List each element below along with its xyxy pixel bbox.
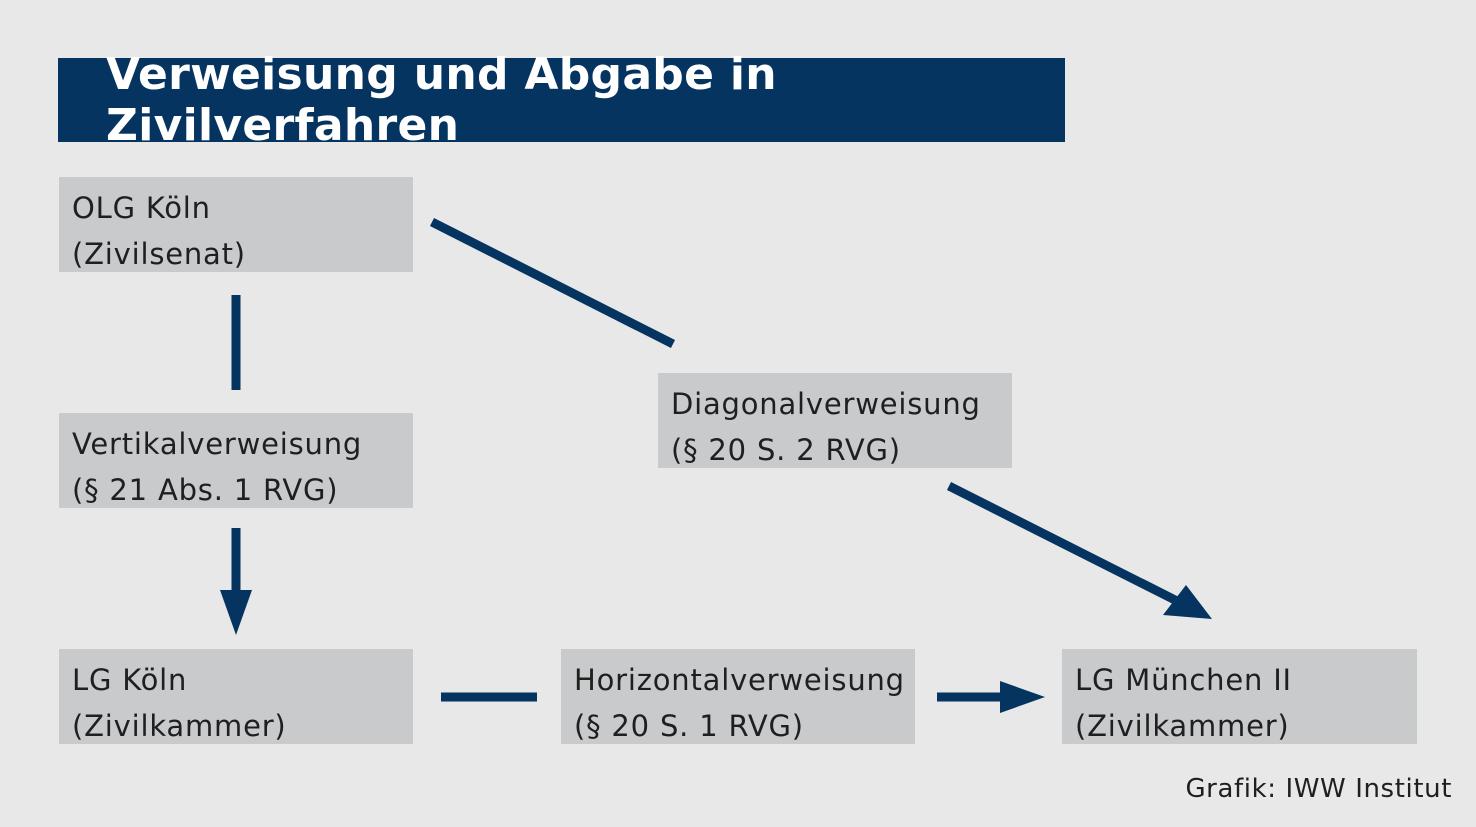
node-vertikalverweisung-name: Vertikalverweisung <box>72 427 363 461</box>
node-lg-koeln-name: LG Köln <box>72 663 188 697</box>
diagram-title: Verweisung und Abgabe in Zivilverfahren <box>58 49 1065 151</box>
arrowhead-down <box>220 590 252 635</box>
node-lg-muenchen: LG München II (Zivilkammer) <box>1062 649 1417 744</box>
connector-diagonal-lower <box>946 481 1180 606</box>
node-horizontalverweisung-name: Horizontalverweisung <box>574 663 905 697</box>
arrowhead-right <box>1000 681 1045 713</box>
node-lg-muenchen-detail: (Zivilkammer) <box>1075 709 1290 743</box>
node-olg-koeln-name: OLG Köln <box>72 191 211 225</box>
arrowhead-diagonal <box>1163 585 1212 619</box>
node-vertikalverweisung-detail: (§ 21 Abs. 1 RVG) <box>72 473 339 507</box>
node-lg-koeln-detail: (Zivilkammer) <box>72 709 287 743</box>
node-diagonalverweisung-detail: (§ 20 S. 2 RVG) <box>671 433 901 467</box>
node-olg-koeln-detail: (Zivilsenat) <box>72 237 246 271</box>
diagram-title-text: Verweisung und Abgabe in Zivilverfahren <box>106 49 777 151</box>
node-vertikalverweisung: Vertikalverweisung (§ 21 Abs. 1 RVG) <box>59 413 413 508</box>
node-olg-koeln: OLG Köln (Zivilsenat) <box>59 177 413 272</box>
node-horizontalverweisung: Horizontalverweisung (§ 20 S. 1 RVG) <box>561 649 915 744</box>
node-lg-koeln: LG Köln (Zivilkammer) <box>59 649 413 744</box>
node-diagonalverweisung: Diagonalverweisung (§ 20 S. 2 RVG) <box>658 373 1012 468</box>
credit-text: Grafik: IWW Institut <box>1185 774 1452 804</box>
node-diagonalverweisung-name: Diagonalverweisung <box>671 387 981 421</box>
node-lg-muenchen-name: LG München II <box>1075 663 1292 697</box>
node-horizontalverweisung-detail: (§ 20 S. 1 RVG) <box>574 709 804 743</box>
connector-diagonal-upper <box>429 217 676 349</box>
